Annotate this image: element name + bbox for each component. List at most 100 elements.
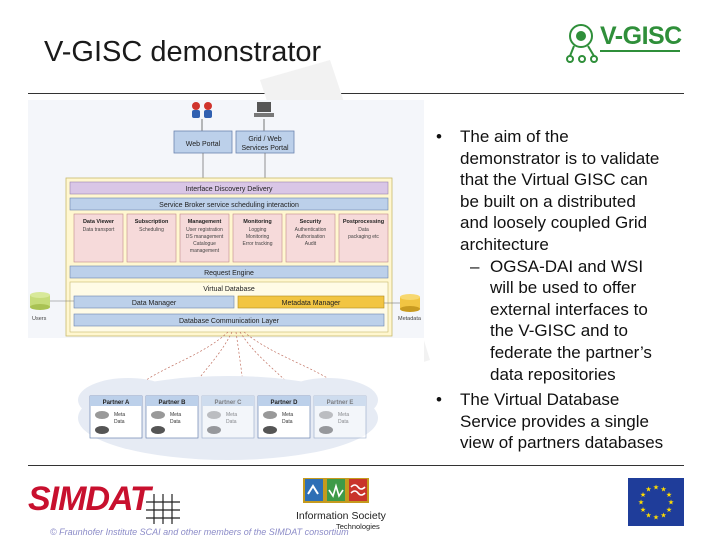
- eu-star: ★: [653, 514, 659, 522]
- users-icon: [192, 102, 212, 118]
- bullet-item: • The Virtual Database Service provides …: [436, 389, 706, 454]
- bullet-line: federate the partner’s: [490, 342, 652, 362]
- v-gisc-logo-text: V-GISC: [600, 22, 682, 50]
- eu-star: ★: [668, 499, 674, 507]
- metadata-db-label: Metadata: [398, 316, 422, 322]
- partner-item: Meta: [282, 412, 293, 418]
- bullet-line: data repositories: [490, 364, 616, 384]
- bullet-line: that the Virtual GISC can: [460, 170, 648, 190]
- eu-star: ★: [660, 511, 666, 519]
- simdat-grid-icon: [146, 494, 180, 524]
- service-line: packaging etc: [348, 234, 379, 240]
- ist-logo-icon: [303, 478, 369, 503]
- service-line: Audit: [305, 241, 317, 247]
- eu-stars-icon: ★★★★★★★★★★★★: [638, 484, 674, 522]
- partner-db-icon: [263, 426, 277, 434]
- db-comm-layer-label: Database Communication Layer: [179, 318, 280, 325]
- service-broker-label: Service Broker service scheduling intera…: [159, 202, 299, 209]
- bullet-line: external interfaces to: [490, 299, 648, 319]
- copyright-text: © Fraunhofer Institute SCAI and other me…: [50, 527, 349, 537]
- users-db-label: Users: [32, 316, 47, 322]
- partner-db-icon: [319, 426, 333, 434]
- service-line: Authentication: [295, 227, 327, 233]
- virtual-database-label: Virtual Database: [203, 286, 255, 293]
- eu-star: ★: [640, 506, 646, 514]
- architecture-diagram: Web Portal Grid / Web Services Portal In…: [28, 100, 424, 464]
- users-database-icon: [30, 292, 50, 310]
- eu-star: ★: [666, 491, 672, 499]
- service-line: Authorisation: [296, 234, 325, 240]
- eu-star: ★: [640, 491, 646, 499]
- interface-layer: [69, 181, 389, 195]
- service-line: Logging: [249, 227, 267, 233]
- eu-star: ★: [666, 506, 672, 514]
- metadata-database-icon: [400, 294, 420, 312]
- partner-name: Partner E: [327, 400, 354, 406]
- partner-db-icon: [95, 426, 109, 434]
- v-gisc-logo: [566, 20, 600, 71]
- service-line: Data transport: [83, 227, 115, 233]
- bullet-line: architecture: [460, 234, 549, 254]
- partner-name: Partner A: [103, 400, 130, 406]
- bullet-line: the V-GISC and to: [490, 321, 628, 341]
- partner-name: Partner D: [270, 400, 298, 406]
- eu-star: ★: [645, 486, 651, 494]
- sub-bullet-item: – OGSA-DAI and WSI will be used to offer…: [436, 256, 706, 386]
- service-broker-layer: [69, 197, 389, 211]
- grid-portal-label-2: Services Portal: [241, 145, 289, 152]
- ist-sub-label: Technologies: [336, 522, 380, 531]
- slide-title: V-GISC demonstrator: [44, 36, 322, 68]
- bullet-line: demonstrator is to validate: [460, 148, 660, 168]
- service-line: management: [190, 248, 220, 254]
- service-title: Subscription: [135, 219, 169, 225]
- bullet-line: The Virtual Database: [460, 390, 620, 410]
- partner-item: Meta: [226, 412, 237, 418]
- v-gisc-emblem-icon: [566, 24, 598, 63]
- bullet-line: will be used to offer: [490, 278, 637, 298]
- bullet-marker: •: [436, 127, 442, 146]
- metadata-manager-label: Metadata Manager: [282, 300, 341, 307]
- data-manager-label: Data Manager: [132, 300, 177, 307]
- logo-underline: [600, 50, 680, 52]
- eu-star: ★: [638, 499, 644, 507]
- bullet-list: • The aim of the demonstrator is to vali…: [436, 126, 706, 454]
- eu-star: ★: [653, 484, 659, 492]
- service-line: DS management: [186, 234, 224, 240]
- service-line: Error tracking: [242, 241, 272, 247]
- service-title: Data Viewer: [83, 219, 115, 225]
- bottom-divider: [28, 465, 684, 466]
- partner-db-icon: [151, 411, 165, 419]
- service-line: Data: [358, 227, 369, 233]
- bullet-line: and loosely coupled Grid: [460, 213, 648, 233]
- service-title: Management: [188, 219, 222, 225]
- service-line: User registration: [186, 227, 223, 233]
- service-title: Security: [300, 219, 323, 225]
- partner-db-icon: [151, 426, 165, 434]
- partner-item: Data: [226, 419, 237, 425]
- service-line: Catalogue: [193, 241, 216, 247]
- eu-star: ★: [645, 511, 651, 519]
- bullet-line: OGSA-DAI and WSI: [490, 256, 644, 276]
- bullet-item: • The aim of the demonstrator is to vali…: [436, 126, 706, 256]
- data-manager-box: [73, 295, 235, 309]
- request-engine-label: Request Engine: [204, 270, 254, 277]
- grid-portal-label-1: Grid / Web: [248, 136, 281, 143]
- service-title: Postprocessing: [343, 219, 384, 225]
- computer-icon: [254, 102, 274, 117]
- sub-bullet-marker: –: [470, 256, 480, 276]
- top-divider: [28, 93, 684, 94]
- metadata-manager-box: [237, 295, 385, 309]
- service-line: Monitoring: [246, 234, 270, 240]
